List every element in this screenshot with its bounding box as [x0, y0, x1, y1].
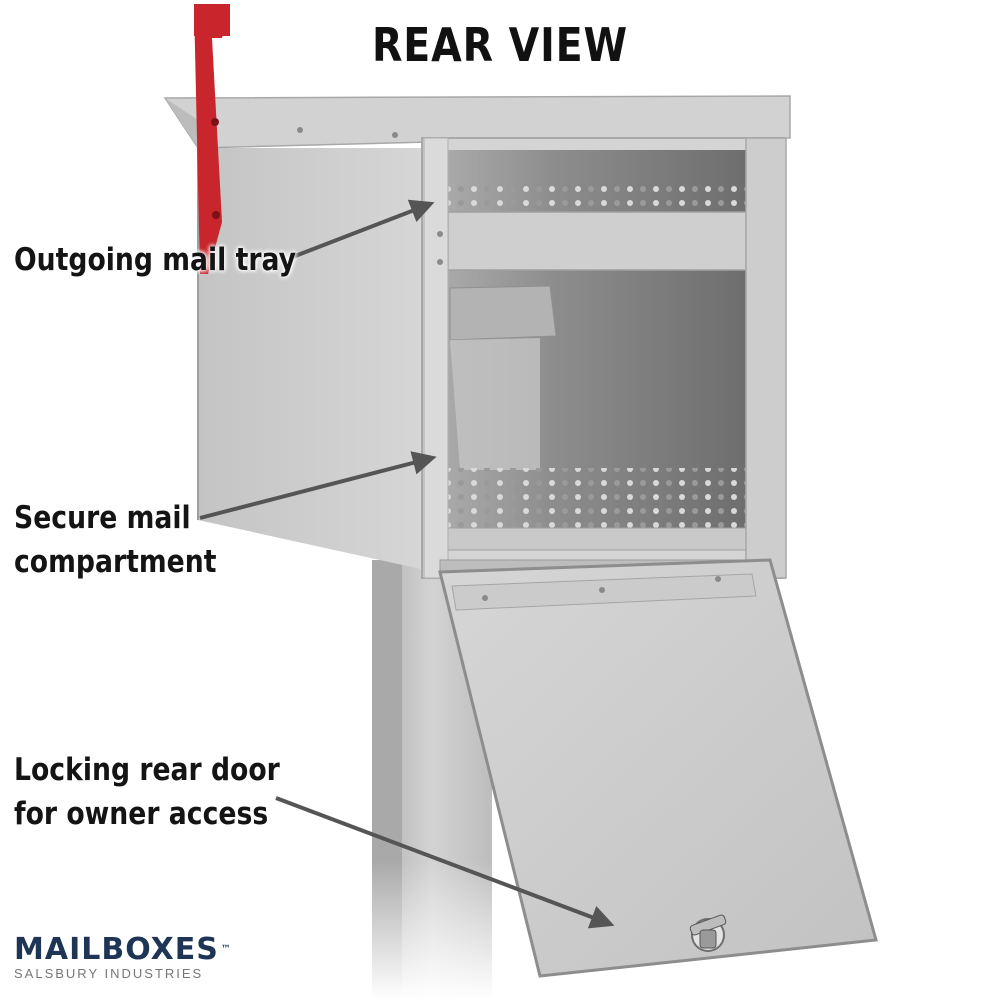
- mailbox-rear-opening: [421, 137, 787, 579]
- callout-line: Locking rear door: [14, 752, 280, 788]
- compartment-arrow: [199, 451, 437, 520]
- callout-line: Secure mail: [14, 500, 191, 536]
- logo-subtitle: SALSBURY INDUSTRIES: [14, 966, 204, 981]
- door-arrow: [275, 796, 615, 929]
- callout-line: Outgoing mail tray: [14, 242, 297, 278]
- callout-line: for owner access: [14, 796, 269, 832]
- callout-secure-mail-compartment: Secure mail compartment: [14, 496, 216, 584]
- tray-arrow: [289, 199, 435, 260]
- secure-mail-compartment: [448, 468, 746, 530]
- callout-line: compartment: [14, 544, 217, 580]
- logo-brand-text: MAILBOXES: [14, 932, 219, 967]
- door-lock-icon: [689, 914, 727, 952]
- logo-trademark: ™: [220, 944, 232, 955]
- callout-locking-rear-door: Locking rear door for owner access: [14, 748, 280, 836]
- callout-outgoing-mail-tray: Outgoing mail tray: [14, 238, 296, 282]
- rear-door: [438, 558, 878, 978]
- page-title: REAR VIEW: [371, 18, 629, 72]
- outgoing-mail-tray: [448, 182, 746, 216]
- flag-icon: [194, 4, 230, 274]
